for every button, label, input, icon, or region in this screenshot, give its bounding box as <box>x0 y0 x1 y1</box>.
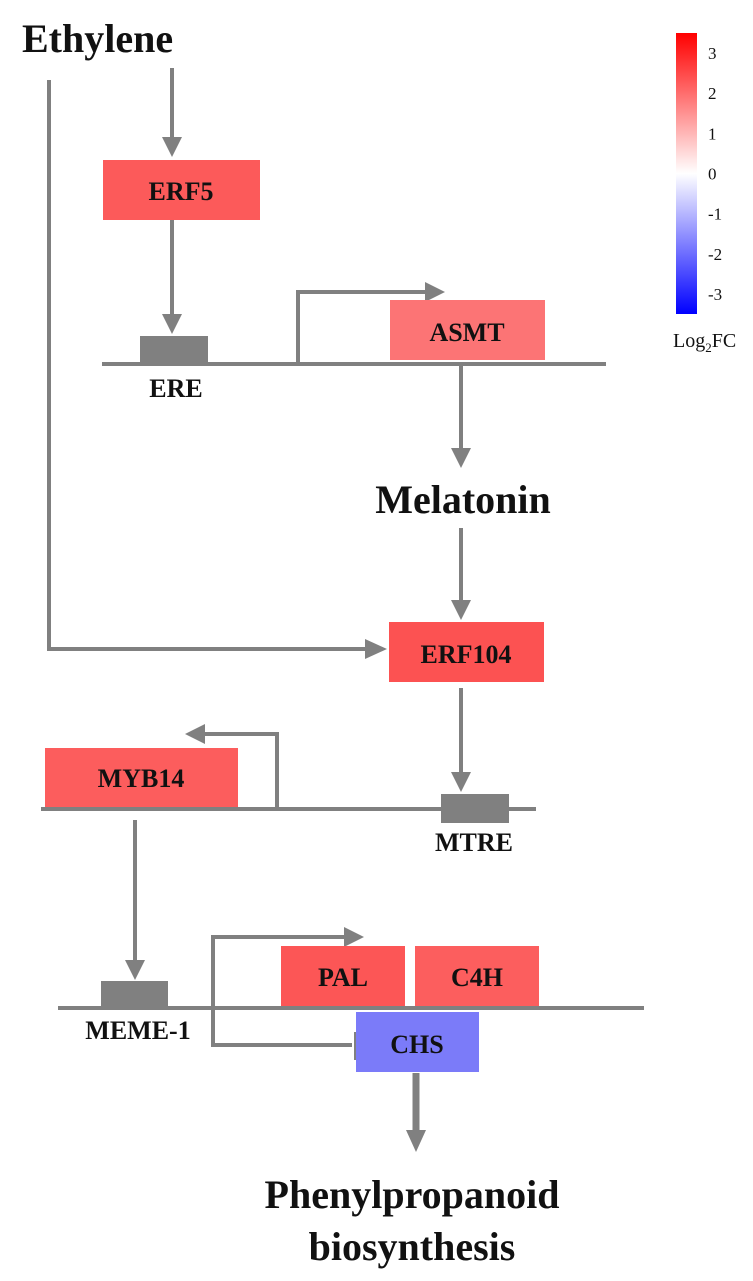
legend-tick-1: 2 <box>708 84 717 103</box>
gene-box-myb14[interactable] <box>45 748 238 807</box>
element-label-ere: ERE <box>149 374 202 403</box>
gene-box-erf104[interactable] <box>389 622 544 682</box>
legend-tick-5: -2 <box>708 245 722 264</box>
arrowhead-phenylpropanoid <box>406 1130 426 1152</box>
tss-asmt <box>296 290 428 364</box>
arrowhead-ere <box>162 314 182 334</box>
element-ere-box <box>140 336 208 364</box>
arrowhead-melatonin <box>451 448 471 468</box>
arrowhead-erf5 <box>162 137 182 157</box>
gene-label-myb14: MYB14 <box>98 764 185 793</box>
gene-box-c4h[interactable] <box>415 946 539 1006</box>
element-meme1-box <box>101 981 168 1008</box>
gene-box-asmt[interactable] <box>390 300 545 360</box>
edge-ethylene-erf104 <box>47 80 370 651</box>
node-ethylene: Ethylene <box>22 16 173 61</box>
tss-myb14 <box>200 732 279 809</box>
legend-tick-3: 0 <box>708 165 717 184</box>
arrowhead-erf104-top <box>451 600 471 620</box>
element-label-meme1: MEME-1 <box>85 1016 190 1045</box>
node-melatonin: Melatonin <box>375 477 551 522</box>
inhibit-chs <box>211 1008 352 1047</box>
gene-box-chs[interactable] <box>356 1012 479 1072</box>
arrowhead-pal-tss <box>344 927 364 947</box>
element-label-mtre: MTRE <box>435 828 513 857</box>
node-phenylpropanoid-line2: biosynthesis <box>309 1224 516 1269</box>
element-mtre-box <box>441 794 509 823</box>
legend-colorbar <box>676 33 697 314</box>
gene-label-asmt: ASMT <box>429 318 504 347</box>
legend-title: Log2FC <box>673 330 736 355</box>
legend-tick-6: -3 <box>708 285 722 304</box>
arrowhead-myb14-tss <box>185 724 205 744</box>
arrowhead-mtre <box>451 772 471 792</box>
gene-label-erf5: ERF5 <box>149 177 214 206</box>
legend-tick-4: -1 <box>708 205 722 224</box>
legend-tick-0: 3 <box>708 44 717 63</box>
legend-tick-2: 1 <box>708 124 717 143</box>
color-legend: 3 2 1 0 -1 -2 -3 Log2FC <box>673 33 736 355</box>
arrowhead-asmt-tss <box>425 282 445 302</box>
gene-label-chs: CHS <box>390 1030 443 1059</box>
arrowhead-erf104-left <box>365 639 387 659</box>
gene-label-pal: PAL <box>318 963 368 992</box>
node-phenylpropanoid-line1: Phenylpropanoid <box>265 1172 560 1217</box>
gene-box-erf5[interactable] <box>103 160 260 220</box>
gene-label-erf104: ERF104 <box>421 640 512 669</box>
gene-box-pal[interactable] <box>281 946 405 1006</box>
gene-label-c4h: C4H <box>451 963 503 992</box>
arrowhead-meme1 <box>125 960 145 980</box>
